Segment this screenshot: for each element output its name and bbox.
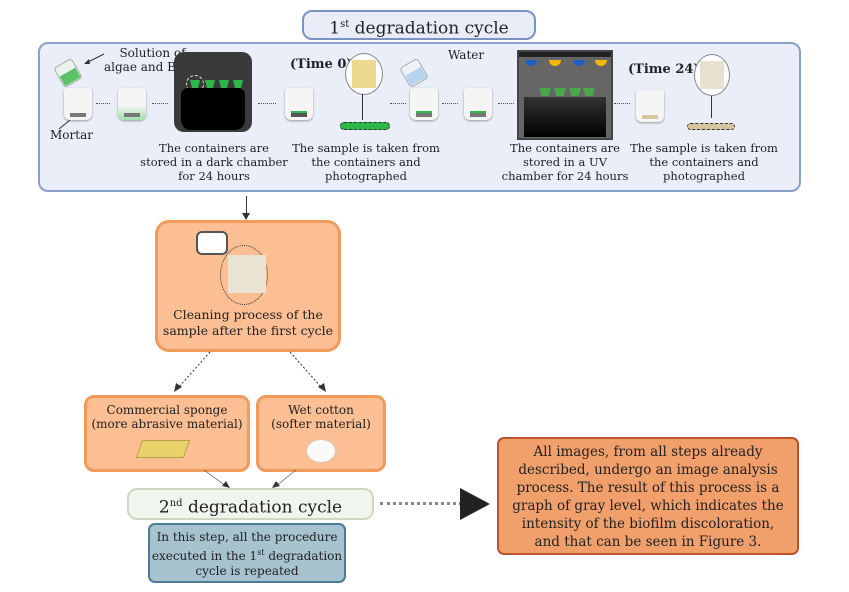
sample-photo-time0	[345, 53, 383, 95]
caption-line: chamber for 24 hours	[501, 169, 629, 183]
cotton-caption: Wet cotton (softer material)	[259, 398, 383, 431]
note-line: In this step, all the procedure	[156, 530, 338, 544]
mortar-label: Mortar	[50, 128, 93, 142]
time24-label: (Time 24)	[628, 62, 700, 77]
flow-arrow	[390, 103, 406, 104]
title-text: degradation cycle	[182, 497, 343, 518]
focus-circle	[220, 245, 268, 305]
cotton-method-box: Wet cotton (softer material)	[256, 395, 386, 472]
flow-arrow	[152, 103, 168, 104]
caption-line: photographed	[325, 169, 407, 183]
container-icon	[464, 88, 492, 120]
arrow-up	[362, 94, 363, 120]
caption-line: Wet cotton	[288, 403, 354, 417]
flow-arrow	[96, 103, 110, 104]
result-arrowhead	[460, 488, 490, 520]
arrow-up	[711, 96, 712, 118]
dark-chamber-icon	[174, 52, 252, 132]
cleaning-box: Cleaning process of the sample after the…	[155, 220, 341, 352]
container-icon	[285, 88, 313, 120]
caption-line: photographed	[663, 169, 745, 183]
container-with-algae-icon	[118, 88, 146, 120]
result-line: All images, from all steps already	[533, 444, 763, 460]
flow-arrow	[498, 103, 514, 104]
title-text: degradation cycle	[349, 18, 509, 39]
cycle2-title: 2nd degradation cycle	[127, 488, 374, 520]
cotton-icon	[307, 440, 335, 462]
caption-line: the containers and	[649, 155, 759, 169]
sponge-method-box: Commercial sponge (more abrasive materia…	[84, 395, 250, 472]
hand-icon	[196, 231, 228, 255]
branch-arrows	[174, 351, 326, 392]
caption-line: Cleaning process of the	[173, 307, 323, 322]
sample-photo-time24	[694, 54, 730, 96]
caption-line: (softer material)	[271, 417, 371, 431]
uv-chamber-caption: The containers are stored in a UV chambe…	[500, 141, 630, 183]
beaker-water-icon	[400, 59, 428, 87]
caption-line: sample after the first cycle	[162, 323, 334, 338]
dark-chamber-caption: The containers are stored in a dark cham…	[140, 141, 288, 183]
caption-line: (more abrasive material)	[91, 417, 243, 431]
sample-caption-1: The sample is taken from the containers …	[292, 141, 440, 183]
caption-line: The sample is taken from	[630, 141, 778, 155]
converge-arrows	[203, 469, 297, 488]
mortar-container-icon	[64, 88, 92, 120]
note-line: executed in the 1st degradation	[150, 545, 344, 564]
note-line: cycle is repeated	[195, 564, 299, 578]
note-text: degradation	[264, 549, 343, 563]
note-sup: st	[257, 548, 265, 557]
result-box: All images, from all steps already descr…	[497, 437, 799, 555]
cycle1-title: 1st degradation cycle	[302, 10, 536, 40]
flow-arrow	[442, 103, 458, 104]
flow-arrow	[258, 103, 276, 104]
caption-line: the containers and	[311, 155, 421, 169]
container-icon	[410, 88, 438, 120]
cleaning-caption: Cleaning process of the sample after the…	[158, 307, 338, 339]
uv-chamber-icon	[517, 50, 613, 140]
title-sup: nd	[169, 498, 183, 509]
sample-plate-icon	[687, 123, 735, 130]
solution-label-line: Solution of	[119, 46, 186, 60]
result-line: process. The result of this process is a	[516, 480, 780, 496]
time0-label: (Time 0)	[290, 57, 353, 72]
caption-line: for 24 hours	[178, 169, 250, 183]
arrow-icon	[84, 53, 105, 64]
cycle2-note: In this step, all the procedure executed…	[148, 523, 346, 583]
sample-caption-2: The sample is taken from the containers …	[630, 141, 778, 183]
result-line: graph of gray level, which indicates the	[512, 498, 784, 514]
flow-arrow	[614, 103, 630, 104]
sponge-caption: Commercial sponge (more abrasive materia…	[87, 398, 247, 431]
arrowhead	[242, 213, 250, 220]
note-text: executed in the 1	[151, 549, 258, 563]
caption-line: The containers are	[159, 141, 269, 155]
result-arrow-line	[380, 502, 462, 505]
sponge-icon	[135, 440, 191, 458]
title-number: 1	[329, 18, 341, 39]
caption-line: stored in a dark chamber	[140, 155, 288, 169]
beaker-algae-icon	[54, 59, 82, 87]
result-line: described, undergo an image analysis	[518, 462, 778, 478]
result-line: intensity of the biofilm discoloration,	[521, 516, 775, 532]
caption-line: Commercial sponge	[106, 403, 228, 417]
down-arrow	[246, 196, 247, 216]
title-sup: st	[340, 19, 350, 30]
container-icon	[636, 90, 664, 122]
water-label: Water	[448, 48, 485, 62]
sample-plate-icon	[340, 122, 390, 130]
caption-line: The sample is taken from	[292, 141, 440, 155]
caption-line: stored in a UV	[522, 155, 607, 169]
title-number: 2	[158, 497, 170, 518]
arrow-icon	[58, 119, 71, 130]
cleaned-sample-image	[228, 255, 266, 293]
caption-line: The containers are	[510, 141, 620, 155]
result-line: and that can be seen in Figure 3.	[534, 534, 762, 550]
